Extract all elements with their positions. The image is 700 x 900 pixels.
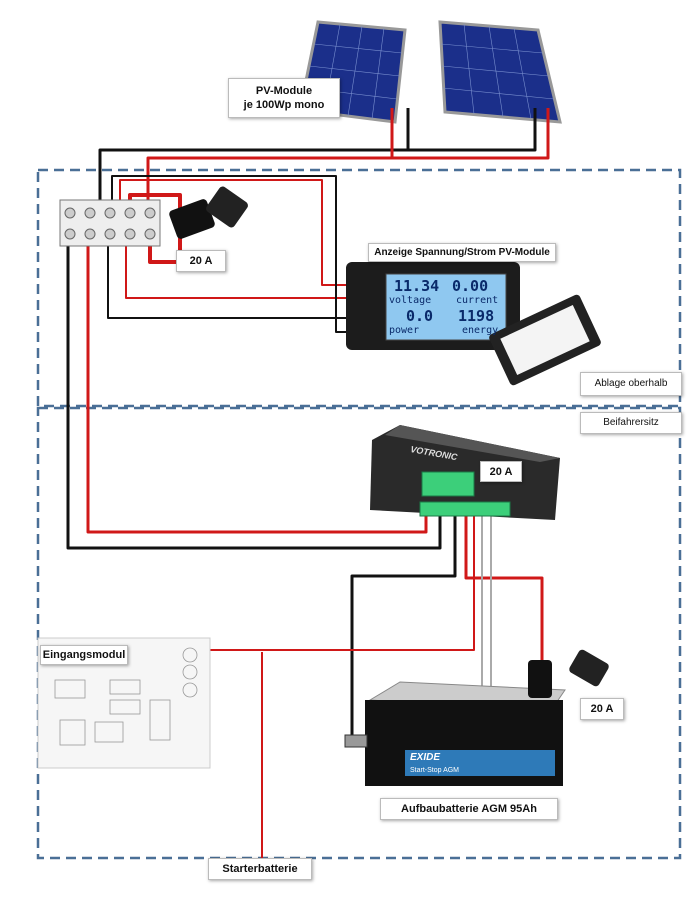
battery-brand-logo: EXIDE	[410, 752, 440, 763]
meter-title-label: Anzeige Spannung/Strom PV-Module	[368, 243, 556, 262]
energy-label: energy	[462, 325, 499, 336]
current-label: current	[456, 295, 499, 306]
zone-passenger-seat	[36, 406, 682, 860]
current-readout: 0.00	[452, 277, 489, 295]
pv-positive-wire-2	[392, 108, 550, 160]
seat-label: Beifahrersitz	[580, 412, 682, 434]
charger-pv-positive-wire	[86, 245, 428, 534]
energy-readout: 1198	[458, 307, 495, 325]
fuse-holder-top	[169, 186, 248, 239]
meter-positive-wire	[119, 179, 350, 286]
aux-battery-label: Aufbaubatterie AGM 95Ah	[380, 798, 558, 820]
top-fuse-label: 20 A	[176, 250, 226, 272]
power-label: power	[389, 325, 420, 336]
fuse-loop-wire	[148, 225, 182, 264]
meter-side-view	[489, 294, 601, 386]
voltage-readout: 11.34	[394, 277, 440, 295]
aux-battery: EXIDE Start-Stop AGM	[365, 681, 566, 786]
pv-modules-label-line1: PV-Module	[255, 85, 313, 97]
charger-fuse-label: 20 A	[480, 461, 522, 482]
pv-modules-label: PV-Module je 100Wp mono	[228, 78, 340, 118]
battery-sub-logo: Start-Stop AGM	[410, 767, 459, 774]
pv-positive-wire	[146, 108, 394, 205]
zone-shelf	[36, 168, 682, 408]
pv-modules-label-line2: je 100Wp mono	[243, 99, 325, 111]
battery-positive-wire	[464, 510, 544, 665]
pv-negative-wire-2	[408, 108, 537, 152]
shelf-label: Ablage oberhalb	[580, 372, 682, 396]
meter-positive-wire-2	[125, 245, 350, 299]
battery-fuse-holder	[528, 649, 609, 698]
negative-clamp	[344, 734, 368, 748]
voltage-current-meter	[346, 262, 520, 350]
starter-battery-label: Starterbatterie	[208, 858, 312, 880]
pv-negative-wire	[98, 108, 410, 205]
battery-fuse-label: 20 A	[580, 698, 624, 720]
input-module-label: Eingangsmodul	[40, 645, 128, 665]
charger-pv-negative-wire	[66, 245, 442, 550]
solar-panel-2	[438, 20, 562, 124]
input-module-wire	[200, 515, 475, 651]
meter-negative-wire-2	[111, 175, 350, 333]
terminal-block	[59, 199, 161, 247]
battery-negative-wire	[350, 510, 457, 745]
solar-charge-controller: VOTRONIC	[370, 425, 560, 520]
power-readout: 0.0	[406, 307, 434, 325]
voltage-label: voltage	[389, 295, 432, 306]
meter-negative-wire	[107, 245, 350, 319]
